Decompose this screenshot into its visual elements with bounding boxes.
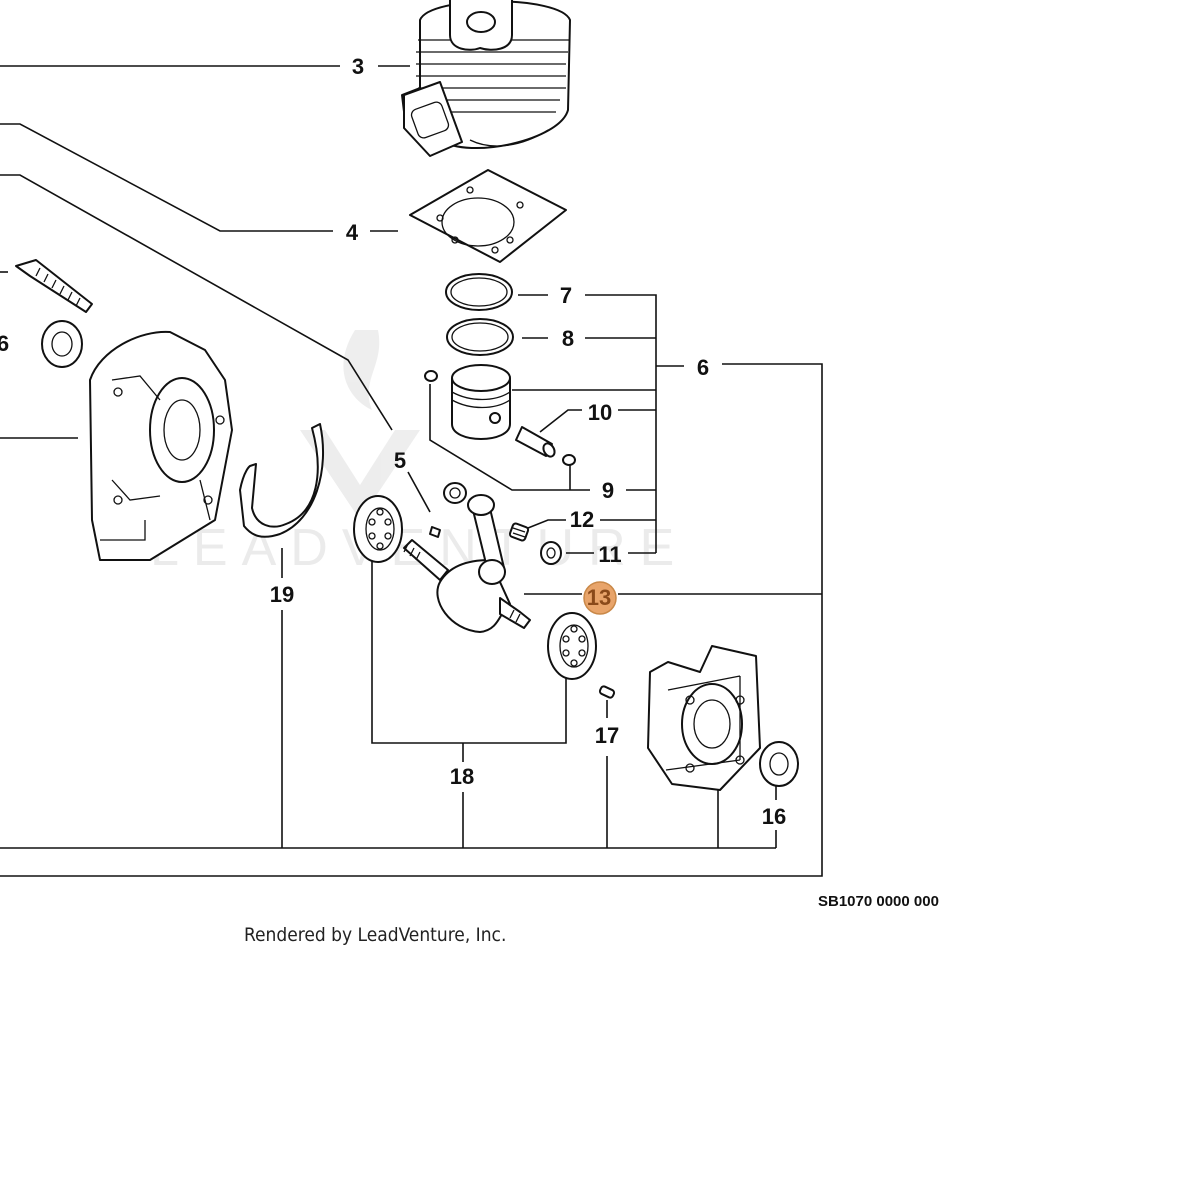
needle-bearing-part[interactable] bbox=[508, 522, 530, 542]
piston-ring-part[interactable] bbox=[445, 273, 513, 311]
callout-labels: 3 4 5 6 7 8 9 10 11 12 13 6 16 17 18 19 bbox=[0, 54, 786, 829]
label-8[interactable]: 8 bbox=[562, 326, 574, 351]
leader-lines bbox=[0, 65, 823, 877]
ball-bearing-part[interactable] bbox=[353, 495, 403, 563]
label-9[interactable]: 9 bbox=[602, 478, 614, 503]
diagram-code: SB1070 0000 000 bbox=[818, 893, 939, 910]
crankcase-left-part[interactable] bbox=[89, 330, 233, 561]
ball-bearing-part-2[interactable] bbox=[547, 612, 597, 680]
label-5[interactable]: 5 bbox=[394, 448, 406, 473]
label-6[interactable]: 6 bbox=[697, 355, 709, 380]
label-16[interactable]: 16 bbox=[762, 804, 786, 829]
dowel-pin-part[interactable] bbox=[598, 685, 616, 699]
credit-text: Rendered by LeadVenture, Inc. bbox=[244, 924, 506, 946]
label-13[interactable]: 13 bbox=[587, 585, 611, 610]
gasket-part[interactable] bbox=[409, 169, 567, 263]
label-4[interactable]: 4 bbox=[346, 220, 359, 245]
circlip-part[interactable] bbox=[424, 370, 576, 466]
woodruff-key-part[interactable] bbox=[429, 526, 441, 538]
bolt-part[interactable] bbox=[15, 259, 93, 313]
label-12[interactable]: 12 bbox=[570, 507, 594, 532]
label-13-highlight[interactable]: 13 bbox=[583, 581, 617, 615]
thrust-washer-part[interactable] bbox=[443, 482, 467, 504]
oil-seal-part[interactable] bbox=[759, 741, 799, 787]
label-6-left[interactable]: 6 bbox=[0, 331, 9, 356]
label-18[interactable]: 18 bbox=[450, 764, 474, 789]
piston-pin-part[interactable] bbox=[515, 426, 557, 459]
watermark: LEADVENTURE bbox=[150, 330, 674, 577]
highlight-circle bbox=[583, 581, 617, 615]
crankcase-gasket-part[interactable] bbox=[239, 423, 324, 538]
label-3[interactable]: 3 bbox=[352, 54, 364, 79]
piston-part[interactable] bbox=[451, 364, 511, 440]
piston-ring-part-2[interactable] bbox=[446, 318, 514, 356]
washer-part[interactable] bbox=[540, 541, 562, 565]
cylinder-part[interactable] bbox=[401, 0, 571, 157]
label-11[interactable]: 11 bbox=[598, 542, 621, 567]
oil-seal-left-part[interactable] bbox=[41, 320, 83, 368]
label-10[interactable]: 10 bbox=[588, 400, 612, 425]
label-7[interactable]: 7 bbox=[560, 283, 572, 308]
label-17[interactable]: 17 bbox=[595, 723, 619, 748]
crankshaft-part[interactable] bbox=[403, 494, 531, 633]
crankcase-right-part[interactable] bbox=[647, 645, 761, 791]
label-19[interactable]: 19 bbox=[270, 582, 294, 607]
